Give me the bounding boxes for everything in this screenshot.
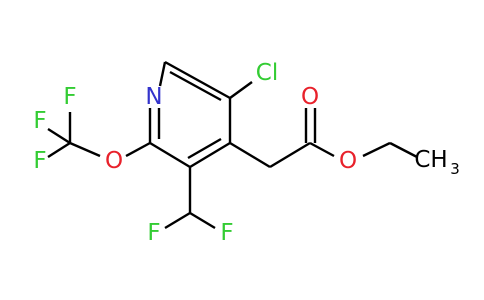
bond-c2-o (125, 141, 151, 158)
bond-c4-c3 (189, 141, 231, 169)
bond-n-c6 (158, 61, 167, 87)
bond-cco-oalkoxy (309, 141, 335, 158)
atom-label-ch3-subscript: 3 (450, 160, 460, 178)
bond-c5-cl (229, 81, 253, 99)
bond-chf2-f-left (164, 211, 191, 230)
bond-chf2-f-right (189, 211, 216, 230)
bond-ch2-ch3 (389, 141, 418, 159)
atom-label-cl: Cl (256, 60, 278, 86)
bond-o-cf3 (69, 141, 101, 158)
bond-ch2-cco (269, 141, 311, 169)
bond-c4-ch2 (229, 141, 271, 169)
atom-label-f-cf3-top: F (63, 84, 76, 110)
atom-label-o-carbonyl: O (301, 84, 319, 110)
atom-label-ch3: CH (414, 147, 447, 173)
bond-cf3-f-left (47, 141, 71, 159)
bond-c4-c3-double (187, 137, 222, 160)
atom-label-o-alkoxy: O (339, 148, 357, 174)
atom-label-f-chf2-left: F (147, 220, 160, 246)
bond-oalkoxy-ch2 (362, 141, 391, 158)
bond-c6-c5 (164, 60, 231, 100)
atom-label-f-cf3-left: F (33, 148, 46, 174)
atom-label-f-cf3-upper: F (33, 108, 46, 134)
atom-label-o-ether: O (105, 148, 123, 174)
bond-cf3-f-upper (47, 127, 71, 145)
atom-label-n: N (145, 84, 162, 110)
bond-c3-c2 (149, 141, 191, 169)
bond-c6-c5-double (169, 70, 222, 102)
atom-label-f-chf2-right: F (220, 220, 233, 246)
